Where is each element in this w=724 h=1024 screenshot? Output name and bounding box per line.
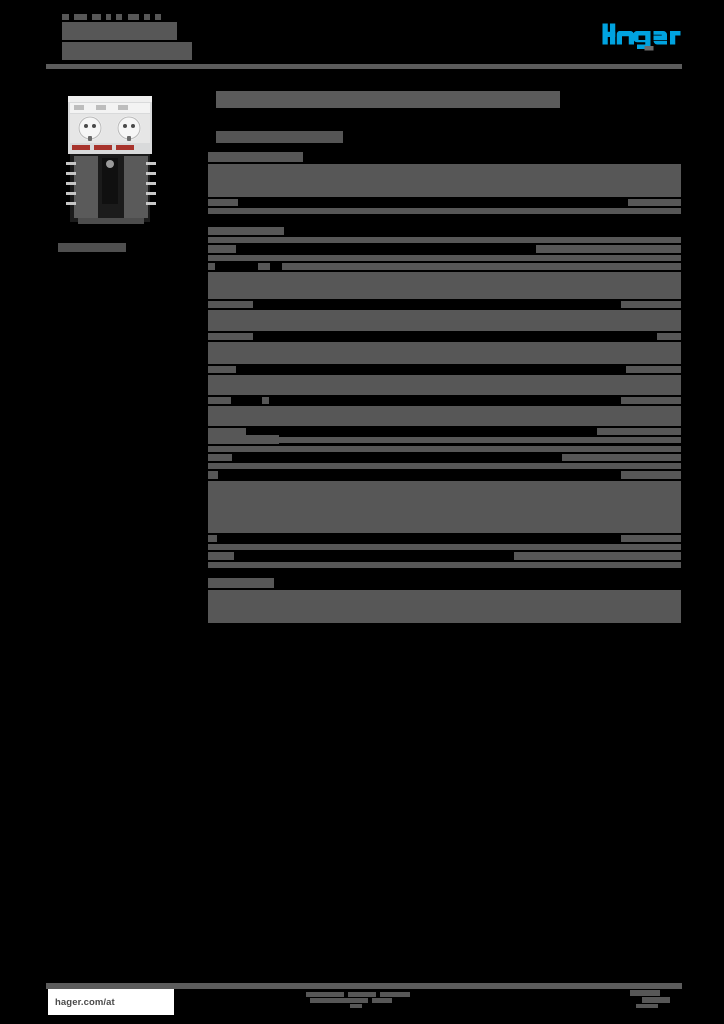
table-row	[208, 342, 681, 364]
table-row	[208, 152, 303, 162]
table-row	[208, 227, 284, 235]
table-row	[208, 437, 681, 443]
table-row	[208, 255, 681, 261]
row-text-gap	[236, 366, 626, 373]
table-row	[208, 454, 681, 461]
table-row	[208, 366, 681, 373]
table-row	[208, 590, 681, 623]
table-row	[208, 578, 275, 588]
row-text-gap	[234, 552, 514, 560]
table-row	[208, 164, 681, 197]
row-text-gap	[217, 535, 621, 542]
row-text-gap	[224, 263, 258, 270]
page-title-redacted	[216, 91, 560, 108]
table-row	[208, 406, 681, 426]
product-image-caption-redacted	[58, 243, 126, 252]
table-row	[208, 552, 681, 560]
row-text-gap	[270, 263, 282, 270]
footer-center-redacted	[306, 992, 424, 1008]
row-text-gap	[231, 397, 262, 404]
table-row	[208, 463, 681, 469]
table-row	[208, 428, 681, 435]
table-row	[208, 481, 681, 533]
table-row	[208, 471, 681, 479]
table-row	[208, 535, 681, 542]
table-row	[208, 301, 681, 308]
header-divider	[46, 64, 682, 69]
table-row	[208, 375, 681, 395]
table-row	[208, 310, 681, 331]
row-text-gap	[215, 263, 226, 270]
row-text-gap	[246, 428, 597, 435]
table-row	[208, 199, 681, 206]
row-text-gap	[236, 245, 536, 253]
table-row	[208, 435, 279, 444]
table-row	[208, 237, 681, 243]
product-image	[58, 92, 164, 232]
table-row	[208, 397, 681, 404]
hager-logo	[601, 22, 691, 52]
spec-table-group	[208, 435, 681, 568]
row-text-gap	[218, 471, 621, 479]
row-text-gap	[232, 454, 562, 461]
footer-page-number-redacted	[630, 990, 682, 1008]
page-subtitle-redacted	[216, 131, 343, 143]
row-text-gap	[253, 333, 657, 340]
spec-table-group	[208, 578, 681, 623]
table-row	[208, 245, 681, 253]
table-row	[208, 208, 681, 214]
row-text-gap	[269, 397, 621, 404]
header-title-redacted	[62, 14, 210, 60]
table-row	[208, 263, 681, 270]
table-row	[208, 446, 681, 452]
footer-url-box[interactable]: hager.com/at	[48, 989, 174, 1015]
table-row	[208, 333, 681, 340]
table-row	[208, 562, 681, 568]
row-text-gap	[238, 199, 628, 206]
table-row	[208, 544, 681, 550]
footer-divider	[46, 983, 682, 989]
spec-table-group	[208, 227, 681, 443]
spec-table-group	[208, 152, 681, 214]
footer-url: hager.com/at	[55, 996, 115, 1008]
table-row	[208, 272, 681, 299]
row-text-gap	[253, 301, 621, 308]
